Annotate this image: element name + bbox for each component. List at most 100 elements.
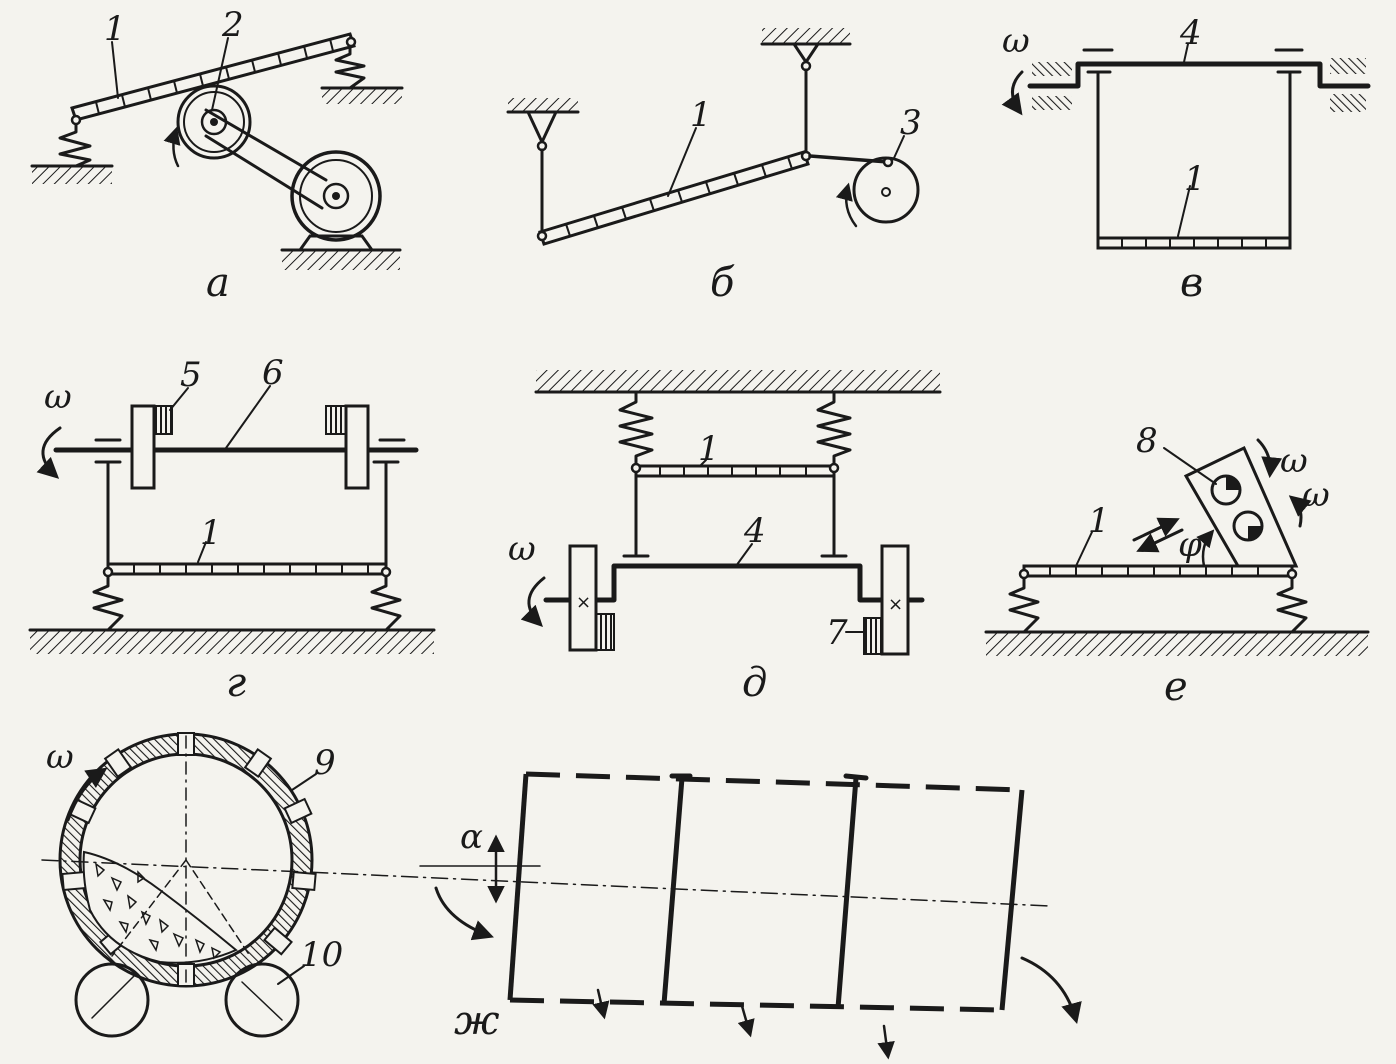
- ceiling-hatch: [508, 98, 578, 112]
- counterweight: [595, 613, 615, 651]
- material-charge: [82, 850, 238, 964]
- label-10: 10: [300, 935, 343, 975]
- drum-side-view: [507, 771, 1025, 1013]
- spring: [1276, 576, 1308, 634]
- panel-zh: ω 9 10 α ж: [41, 732, 1082, 1060]
- motor-base: [297, 234, 375, 252]
- caption-e: е: [1164, 664, 1188, 710]
- bearing-hatch: [1032, 96, 1072, 110]
- bearing-hatch: [1330, 58, 1366, 74]
- sieve-deck: [538, 150, 810, 246]
- spring: [370, 574, 402, 632]
- rotation-arrow: [520, 576, 546, 627]
- panel-a: 1 2 а: [30, 5, 404, 306]
- label-6: 6: [262, 353, 284, 393]
- spring: [1008, 576, 1040, 634]
- label-1: 1: [200, 513, 222, 553]
- label-1: 1: [1088, 501, 1110, 541]
- label-1: 1: [1184, 159, 1206, 199]
- panel-d: × × ω 1 4 7 д: [508, 370, 942, 706]
- label-7: 7: [826, 613, 848, 653]
- sieve-deck: [106, 562, 388, 576]
- unbalance-disk: [130, 404, 156, 490]
- crank-pulley: [176, 84, 252, 160]
- svg-text:×: ×: [888, 594, 903, 615]
- belt: [204, 108, 328, 182]
- support-roller: [224, 962, 300, 1038]
- label-3: 3: [900, 103, 922, 143]
- ground-hatch: [32, 166, 112, 184]
- crank-shaft: [543, 563, 925, 603]
- svg-text:×: ×: [576, 592, 591, 613]
- caption-b: б: [710, 260, 735, 306]
- label-4: 4: [1179, 13, 1202, 53]
- crank-shaft: [1027, 61, 1371, 89]
- ground-hatch: [30, 630, 434, 654]
- vibrator-housing: [1183, 445, 1299, 568]
- axis-line: [41, 859, 1051, 907]
- undersize-arrow: [877, 1024, 895, 1060]
- panel-v: ω 4 1 в: [1001, 13, 1371, 306]
- rotation-arrow: [66, 767, 108, 822]
- caption-v: в: [1180, 260, 1203, 306]
- rotation-arrow: [1288, 495, 1312, 528]
- caption-d: д: [742, 660, 767, 706]
- spring: [92, 574, 124, 632]
- alpha-label: α: [460, 817, 483, 857]
- ground-hatch: [282, 250, 400, 270]
- ground-hatch: [986, 632, 1368, 656]
- ceiling-hatch: [536, 370, 940, 392]
- omega-label: ω: [46, 737, 74, 777]
- panel-b: 1 3 б: [506, 28, 922, 306]
- caption-g: г: [226, 660, 246, 706]
- caption-a: а: [206, 260, 230, 306]
- flywheel: [568, 544, 598, 652]
- oscillation-arrow: [1136, 528, 1184, 553]
- discharge-arrow: [1020, 956, 1082, 1025]
- spring: [816, 390, 852, 466]
- suspension-bracket: [526, 110, 558, 144]
- spring: [58, 120, 92, 168]
- support-roller: [74, 962, 150, 1038]
- label-1: 1: [690, 95, 712, 135]
- omega-label: ω: [508, 529, 536, 569]
- panel-e: 8 ω ω φ 1 е: [984, 421, 1370, 710]
- omega-label: ω: [44, 377, 72, 417]
- label-1: 1: [104, 9, 126, 49]
- angle-arc: [1196, 529, 1215, 568]
- sieve-deck: [634, 464, 836, 478]
- counterweight: [863, 617, 883, 655]
- omega-label: ω: [1280, 441, 1308, 481]
- label-8: 8: [1136, 421, 1158, 461]
- undersize-arrow: [592, 988, 610, 1020]
- caption-zh: ж: [454, 998, 500, 1044]
- bearing-hatch: [1032, 62, 1072, 76]
- suspension-bracket: [792, 42, 820, 64]
- rotation-arrow: [835, 182, 858, 228]
- panel-g: ω 5 6 1 г: [28, 353, 436, 706]
- label-1: 1: [698, 429, 720, 469]
- rotation-arrow: [36, 426, 62, 479]
- feed-arrow: [434, 886, 494, 941]
- rotation-arrow: [163, 126, 181, 168]
- label-5: 5: [180, 355, 202, 395]
- spring: [618, 390, 654, 466]
- unbalance-disk: [344, 404, 370, 490]
- label-2: 2: [221, 5, 244, 45]
- counterweight: [153, 405, 173, 435]
- omega-label: ω: [1302, 475, 1330, 515]
- motor-pulley: [290, 150, 382, 242]
- label-4: 4: [743, 511, 766, 551]
- crank-disk: [852, 156, 920, 224]
- ground-hatch: [322, 88, 402, 104]
- counterweight: [325, 405, 347, 435]
- bearing-hatch: [1330, 94, 1366, 112]
- undersize-arrow: [737, 1004, 755, 1038]
- ceiling-hatch: [762, 28, 850, 44]
- omega-label: ω: [1002, 21, 1030, 61]
- label-9: 9: [314, 743, 336, 783]
- rotation-arrow: [1001, 70, 1024, 116]
- spring: [334, 42, 366, 90]
